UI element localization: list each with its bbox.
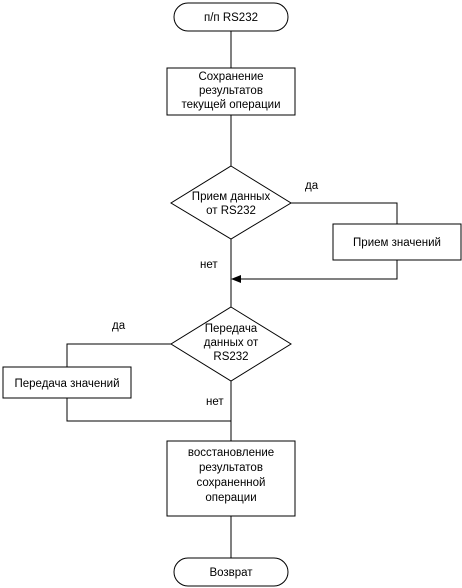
restore-results-line-4: операции [205, 492, 256, 504]
transmit-data-decision: Передача данных от RS232 [170, 306, 292, 382]
save-results-line-2: результатов [199, 85, 263, 97]
receive-data-decision-line-2: от RS232 [206, 205, 256, 217]
end-terminator: Возврат [173, 557, 289, 587]
restore-results-line-2: результатов [199, 462, 263, 474]
receive-values-label: Прием значений [353, 237, 441, 249]
connector-transmit-return [66, 398, 231, 422]
transmit-no-label: нет [206, 396, 224, 408]
transmit-data-decision-line-1: Передача [205, 323, 258, 335]
receive-values-process: Прием значений [332, 223, 462, 261]
restore-results-line-1: восстановление [188, 447, 274, 459]
transmit-data-decision-shape [170, 306, 292, 382]
transmit-values-process: Передача значений [2, 366, 132, 399]
connector-receive-return [231, 260, 398, 283]
receive-yes-label: да [305, 180, 319, 192]
end-terminator-shape [173, 557, 289, 587]
receive-data-decision-line-1: Прием данных [192, 191, 271, 203]
connector-yes-to-receive [291, 202, 398, 224]
transmit-data-decision-line-2: данных от [204, 337, 259, 349]
connector-yes-to-transmit [66, 343, 171, 367]
transmit-values-label: Передача значений [15, 378, 120, 390]
start-terminator-shape [173, 2, 289, 32]
receive-values-process-box [332, 223, 462, 261]
save-results-line-1: Сохранение [198, 71, 263, 83]
connectors [66, 31, 398, 558]
start-terminator-label: п/п RS232 [204, 12, 258, 24]
transmit-values-process-box [2, 366, 132, 399]
receive-data-decision-shape [170, 165, 292, 240]
save-results-process: Сохранение результатов текущей операции [166, 67, 296, 116]
receive-no-label: нет [200, 259, 218, 271]
transmit-data-decision-line-3: RS232 [213, 351, 248, 363]
start-terminator: п/п RS232 [173, 2, 289, 32]
receive-data-decision: Прием данных от RS232 [170, 165, 292, 240]
end-terminator-label: Возврат [209, 567, 253, 579]
restore-results-line-3: сохраненной [197, 477, 266, 489]
restore-results-process: восстановление результатов сохраненной о… [166, 440, 296, 517]
save-results-line-3: текущей операции [181, 99, 280, 111]
restore-results-process-box [166, 440, 296, 517]
transmit-yes-label: да [112, 320, 126, 332]
save-results-process-box [166, 67, 296, 116]
